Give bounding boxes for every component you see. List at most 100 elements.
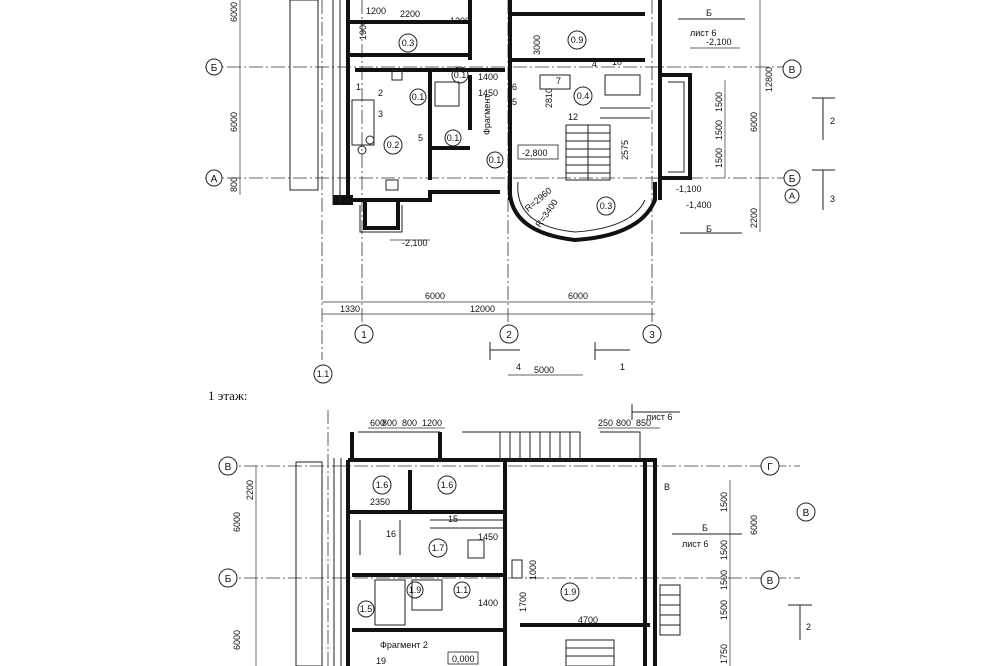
room-number: 1.9 [409,585,422,595]
room-number: 0.9 [571,35,584,45]
axis-bubble [784,188,800,204]
item-number: 1 [356,82,361,92]
axis-bubble [499,324,519,344]
dimension-text: 6000 [425,291,445,301]
section-ref: 3 [830,194,835,204]
wall-corner [333,195,353,205]
section-ref: 4 [516,362,521,372]
dimension-text: 600 [370,418,385,428]
section-ref: 2 [830,116,835,126]
porch-step [359,205,403,233]
section-arrow [489,342,630,360]
section-arrow [631,404,680,420]
dimension-text: 2810 [544,88,554,108]
dimension-text: 1400 [478,72,498,82]
axis-bubble [782,59,802,79]
room-number: 1.5 [360,604,373,614]
item-number: 15 [448,514,458,524]
dimension-text: 6000 [232,630,242,650]
fragment-label: Фрагмент [482,95,492,135]
dimension-text: 1200 [366,6,386,16]
dimension-text: 1500 [719,540,729,560]
dimension-text: 1500 [714,120,724,140]
dimension-text: 5000 [534,365,554,375]
wall-interior-thin [359,519,505,555]
section-ref: Б [706,224,712,234]
dimension-text: 250 [598,418,613,428]
sheet-ref: лист 6 [690,28,716,38]
fixture [391,69,403,81]
fixture [434,81,460,107]
axis-label: В [803,508,810,519]
section-arrow [812,169,835,210]
axis-label: Б [789,174,796,185]
axis-label: 3 [649,330,655,341]
fixture [374,579,406,626]
fixture [511,559,523,579]
room-number: 0.3 [600,201,613,211]
section-ref: Б [706,8,712,18]
room-number: 1.6 [441,480,454,490]
room-number: 1.7 [432,543,445,553]
section-ref: Б [702,523,708,533]
item-number: 3 [378,109,383,119]
stair-bottom [565,639,615,666]
level-mark: -1,100 [676,184,702,194]
wall-interior [355,68,505,180]
dimension-text: 2350 [370,497,390,507]
dimension-text: 800 [382,418,397,428]
item-number: 6 [512,82,517,92]
axis-label: Б [211,63,218,74]
level-mark: -2,800 [522,148,548,158]
dimension-text: 800 [402,418,417,428]
wall-right-wing-inner [668,81,685,173]
axis-bubble [796,502,816,522]
axis-bubble [642,324,662,344]
room-number: 0.1 [454,70,467,80]
fragment-label: Фрагмент 2 [380,640,428,650]
plan-bottom: В Б Г В В [218,404,816,666]
dimension-text: 6000 [229,112,239,132]
wall-top-notch [462,431,641,458]
item-number: 5 [418,133,423,143]
item-number: 4 [592,59,597,69]
item-number: 7 [556,76,561,86]
fixture [411,579,443,611]
stair-entry [499,431,581,461]
section-ref: 1 [620,362,625,372]
dimension-text: 800 [229,177,239,192]
section-arrow [812,97,835,140]
dimension-text: 1700 [518,592,528,612]
wall-exterior [346,458,657,666]
dimension-text: 1500 [719,600,729,620]
dimension-text: 12000 [470,304,495,314]
fixture [604,74,641,96]
axis-bubble [354,324,374,344]
axis-label: В [789,65,796,76]
fixture [365,135,375,145]
kitchen-counter [351,99,375,146]
terrace-strip [295,461,323,666]
room-labels: 0.3 0.9 0.4 0.1 0.1 0.2 0.1 0.1 0.3 [383,30,616,216]
dimension-text: 2200 [245,480,255,500]
dimension-text: 6000 [568,291,588,301]
section-ref: 2 [806,622,811,632]
wall-interior [348,0,645,200]
dimension-text: 1200 [422,418,442,428]
axis-label: В [225,462,232,473]
room-number: 1.9 [564,587,577,597]
axis-bubble [760,456,780,476]
item-number: 12 [568,112,578,122]
axis-label: 1 [361,330,367,341]
dimension-text: 850 [636,418,651,428]
stair-top [565,124,611,181]
axis-bubble [218,568,238,588]
terrace-strip [289,0,319,191]
fixture [467,539,485,559]
dimension-text: 6000 [749,112,759,132]
wall-interior-thin [600,107,650,119]
wall-interior [350,460,650,666]
dimension-text: 1200 [450,16,470,26]
porch [363,200,400,230]
level-box [447,651,479,665]
